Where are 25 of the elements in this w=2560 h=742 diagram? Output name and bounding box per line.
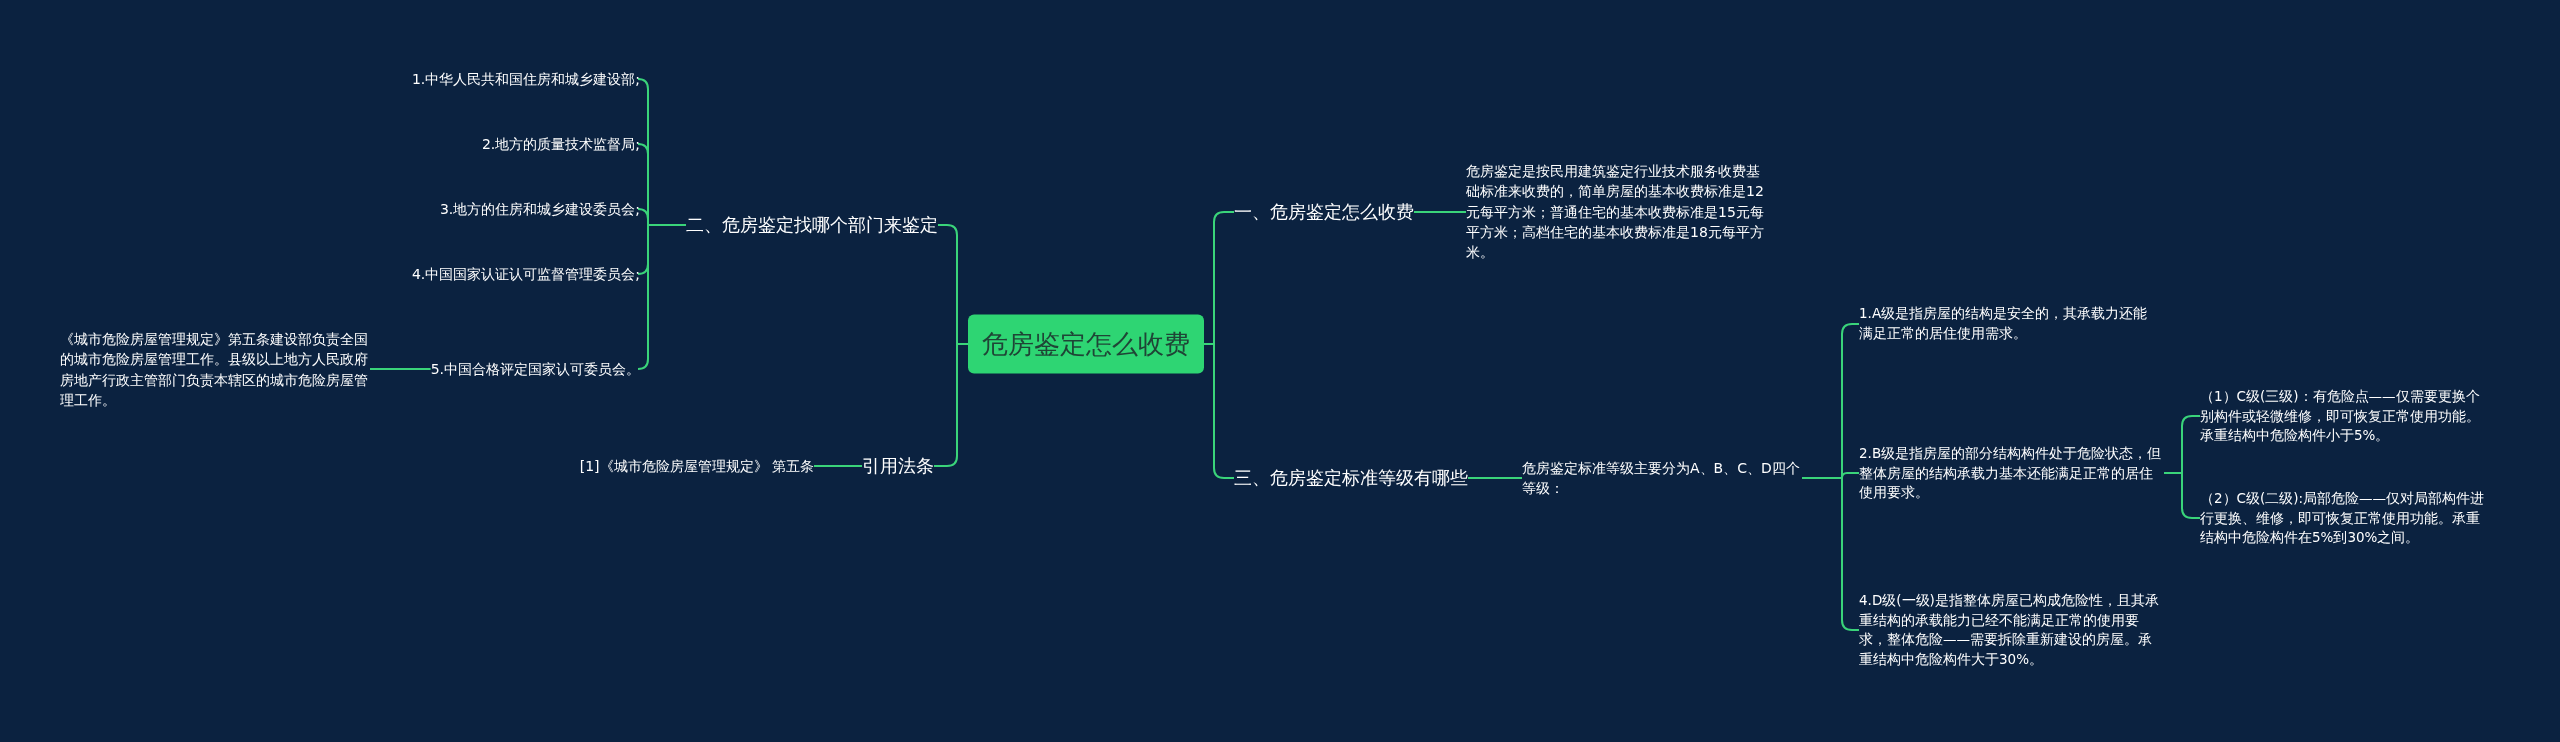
note-text: 《城市危险房屋管理规定》第五条建设部负责全国的城市危险房屋管理工作。县级以上地方人民政府房地产行政主管部门负责本辖区的城市危险房屋管理工作。 bbox=[60, 329, 370, 411]
topic-label: 引用法条 bbox=[862, 454, 934, 478]
note-text: 危房鉴定标准等级主要分为A、B、C、D四个等级： bbox=[1522, 457, 1802, 499]
connector-line bbox=[1467, 477, 1523, 479]
central-topic-box: 危房鉴定怎么收费 bbox=[968, 314, 1204, 374]
note-text: 2.B级是指房屋的部分结构构件处于危险状态，但整体房屋的结构承载力基本还能满足正常的居住使用要求。 bbox=[1859, 443, 2164, 503]
note-text: 1.A级是指房屋的结构是安全的，其承载力还能满足正常的居住使用需求。 bbox=[1859, 304, 2159, 344]
topic-label: 一、危房鉴定怎么收费 bbox=[1234, 200, 1414, 224]
note-text: 2.地方的质量技术监督局; bbox=[481, 133, 640, 155]
note-text: 5.中国合格评定国家认可委员会。 bbox=[430, 358, 640, 380]
note-text: （2）C级(二级):局部危险——仅对局部构件进行更换、维修，即可恢复正常使用功能。承重结构中危险构件在5%到30%之间。 bbox=[2200, 488, 2490, 548]
note-text: 1.中华人民共和国住房和城乡建设部; bbox=[411, 68, 640, 90]
note-text: 危房鉴定是按民用建筑鉴定行业技术服务收费基础标准来收费的，简单房屋的基本收费标准是12元每平方米；普通住宅的基本收费标准是15元每平方米；高档住宅的基本收费标准是18元每平方米。 bbox=[1466, 161, 1766, 263]
note-text: （1）C级(三级)：有危险点——仅需要更换个别构件或轻微维修，即可恢复正常使用功能。承重结构中危险构件小于5%。 bbox=[2200, 386, 2490, 446]
note-text: 3.地方的住房和城乡建设委员会; bbox=[439, 198, 640, 220]
connector-line bbox=[369, 368, 432, 370]
connector-line bbox=[813, 465, 863, 467]
note-text: 4.中国国家认证认可监督管理委员会; bbox=[411, 263, 640, 285]
topic-label: 二、危房鉴定找哪个部门来鉴定 bbox=[686, 213, 938, 237]
note-text: [1]《城市危险房屋管理规定》 第五条 bbox=[579, 455, 814, 477]
connector-line bbox=[637, 224, 687, 370]
connector-line bbox=[2163, 472, 2201, 519]
topic-label: 三、危房鉴定标准等级有哪些 bbox=[1234, 466, 1468, 490]
connector-line bbox=[1413, 211, 1467, 213]
note-text: 4.D级(一级)是指整体房屋已构成危险性，且其承重结构的承载能力已经不能满足正常的使用要求，整体危险——需要拆除重新建设的房屋。承重结构中危险构件大于30%。 bbox=[1859, 590, 2164, 670]
